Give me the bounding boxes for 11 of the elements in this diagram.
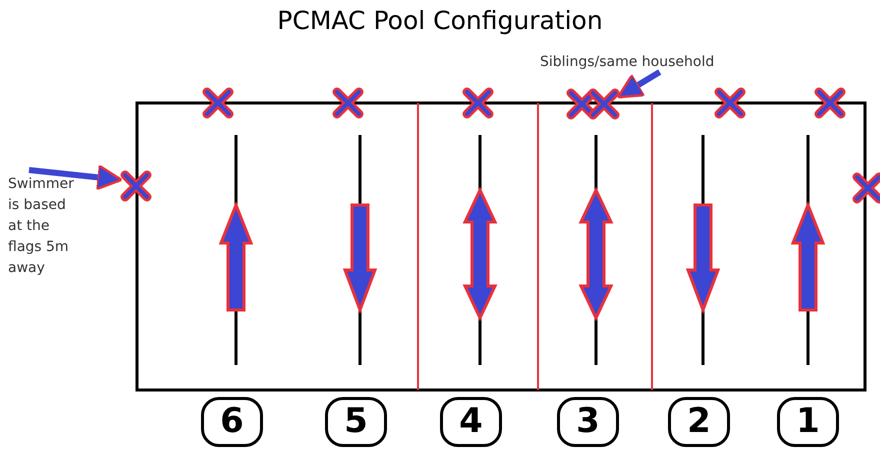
lane-number: 5 <box>325 397 387 447</box>
annotation-text: Siblings/same household <box>540 52 750 72</box>
annotation-text: Swimmer is based at the flags 5m away <box>8 170 78 294</box>
lane-number: 3 <box>557 397 619 447</box>
lane-number: 2 <box>668 397 730 447</box>
lane-number: 6 <box>201 397 263 447</box>
leader-arrow <box>28 164 123 190</box>
lane-number: 1 <box>777 397 839 447</box>
lane-number: 4 <box>440 397 502 447</box>
diagram-title: PCMAC Pool Configuration <box>276 6 604 35</box>
leader-arrow <box>616 69 662 99</box>
